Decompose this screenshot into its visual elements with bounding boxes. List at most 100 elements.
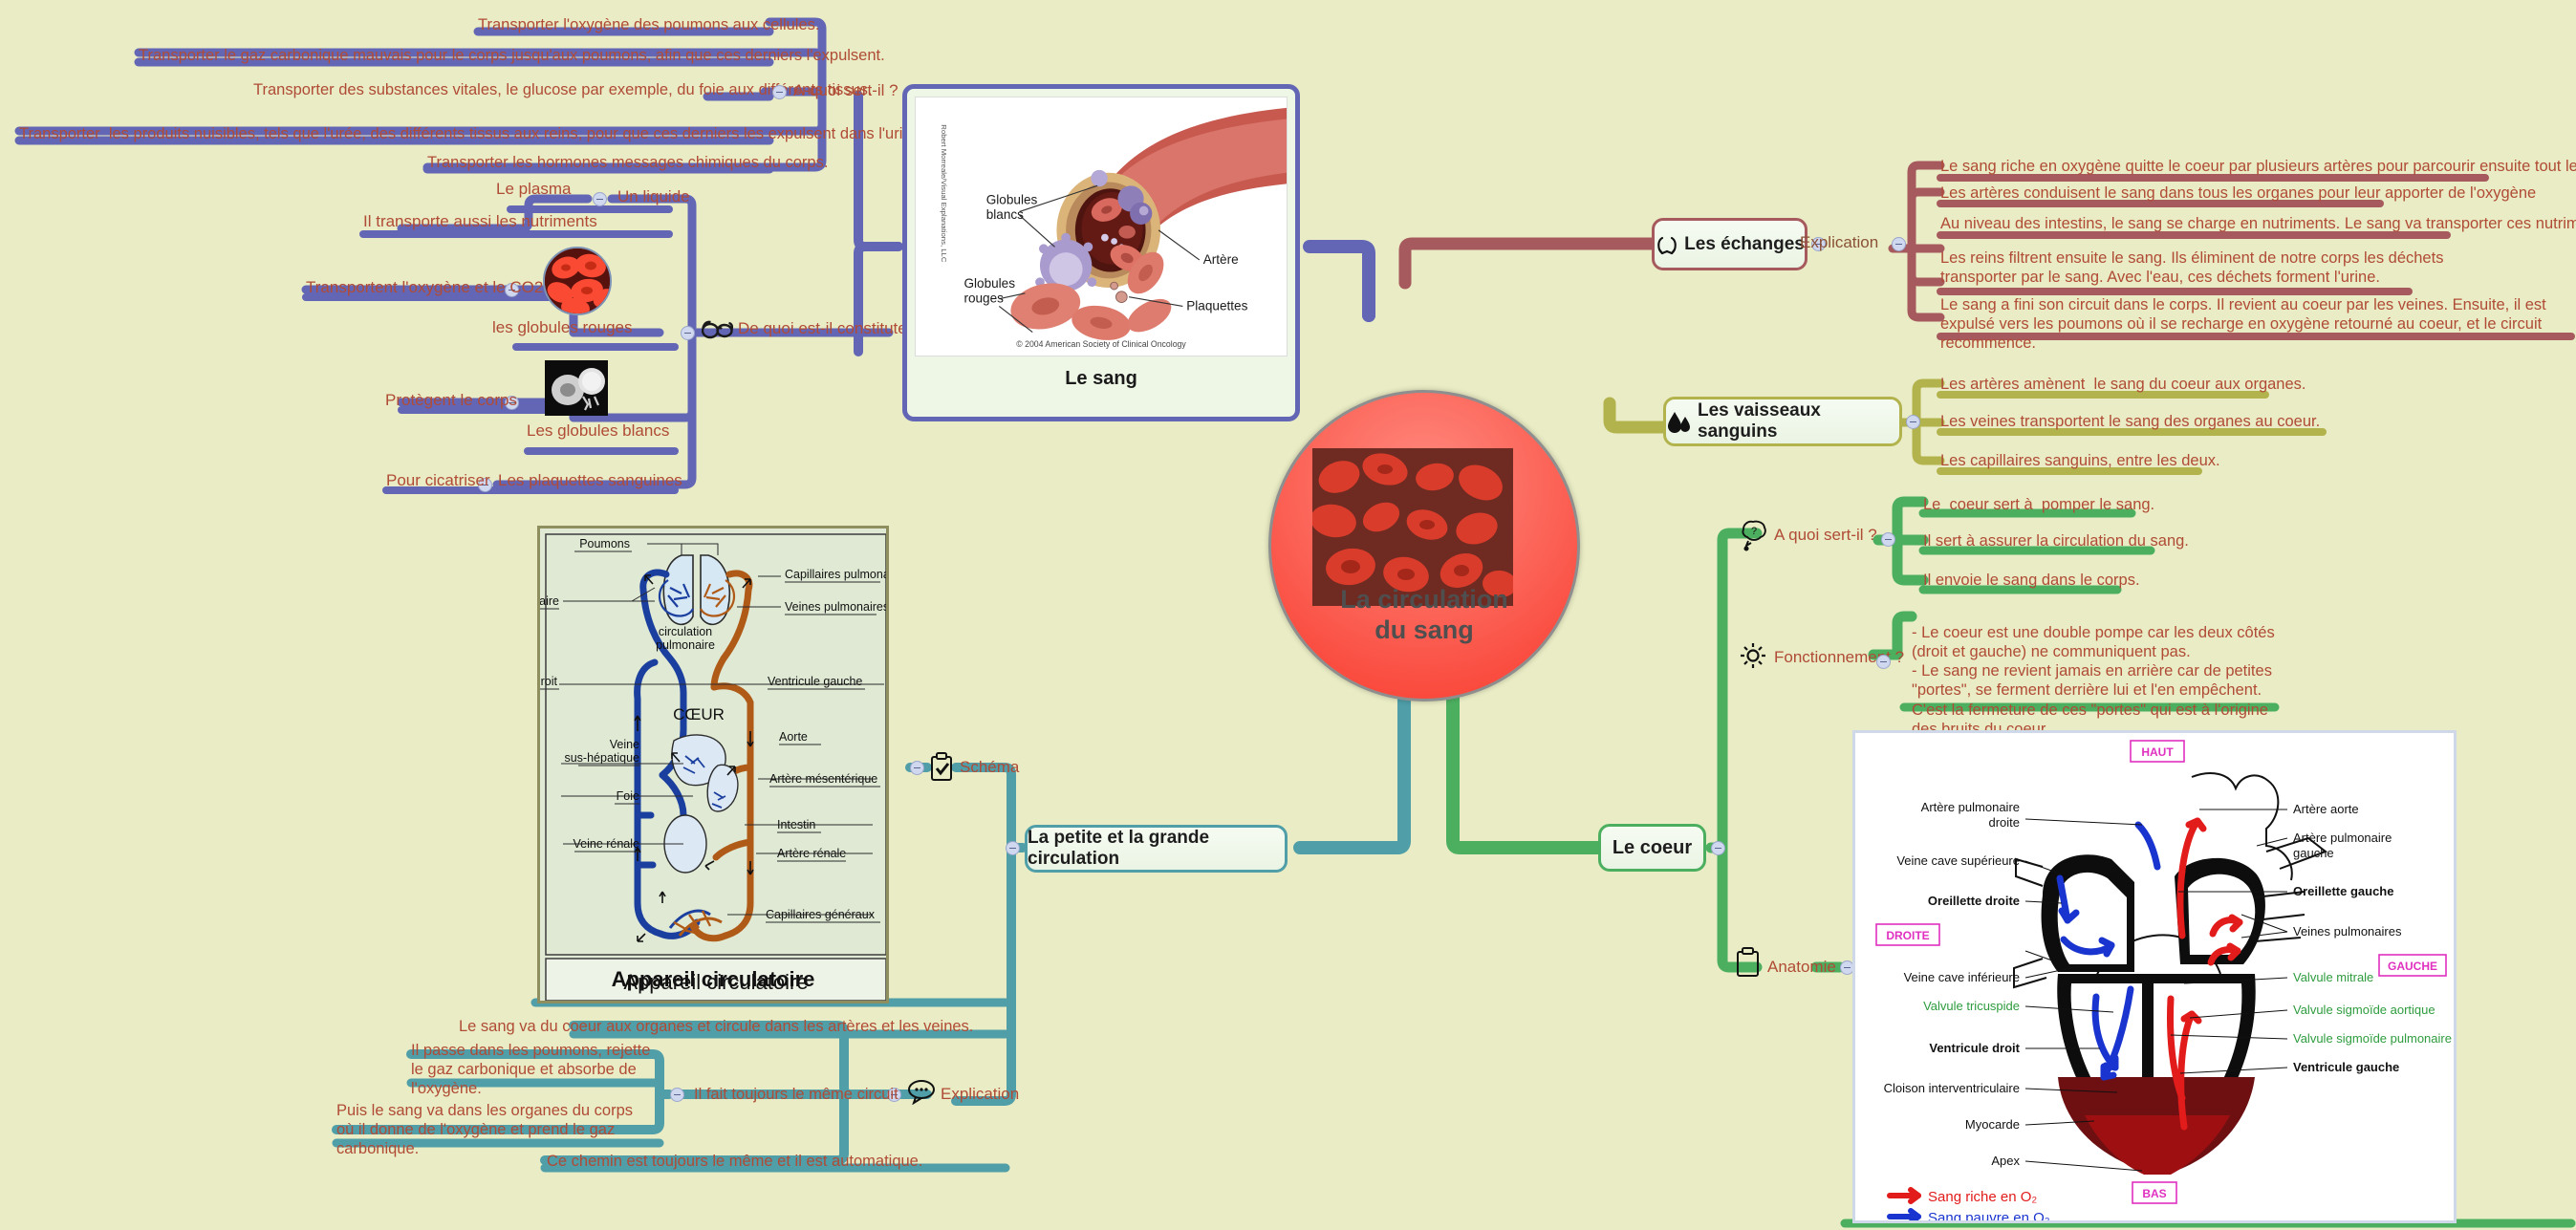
heart-usage-toggle[interactable] bbox=[1881, 532, 1895, 547]
svg-text:Ventricule gauche: Ventricule gauche bbox=[2293, 1060, 2399, 1074]
central-topic-line1: La circulation bbox=[1340, 585, 1508, 614]
vessels-underlines bbox=[1937, 391, 2327, 475]
heart-underlines bbox=[1840, 508, 2576, 1228]
svg-text:Oreillette gauche: Oreillette gauche bbox=[2293, 884, 2393, 898]
svg-text:Veine cave inférieure: Veine cave inférieure bbox=[1904, 970, 2020, 984]
central-topic-line2: du sang bbox=[1375, 615, 1474, 644]
svg-text:Myocarde: Myocarde bbox=[1965, 1117, 2020, 1132]
heart-usage-item-1: Il sert à assurer la circulation du sang… bbox=[1923, 532, 2189, 550]
svg-text:Globules: Globules bbox=[986, 193, 1038, 207]
svg-text:Veines pulmonaires: Veines pulmonaires bbox=[2293, 924, 2402, 939]
svg-text:Plaquettes: Plaquettes bbox=[1186, 298, 1247, 313]
blood-platelets-detail: Pour cicatriser bbox=[386, 471, 490, 489]
heart-usage-item-0: Le coeur sert à pomper le sang. bbox=[1923, 496, 2155, 513]
blood-platelets-toggle[interactable] bbox=[478, 478, 492, 492]
heart-branch-connectors bbox=[1446, 662, 1605, 854]
node-petite-grande-circulation-label: La petite et la grande circulation bbox=[1028, 828, 1210, 869]
svg-text:Ventricule droit: Ventricule droit bbox=[540, 675, 558, 688]
blood-plasma-name: Le plasma bbox=[496, 180, 572, 198]
blood-plasma-toggle[interactable] bbox=[593, 192, 607, 206]
svg-text:Apex: Apex bbox=[1991, 1154, 2020, 1168]
blood-white-cells-toggle[interactable] bbox=[505, 396, 519, 410]
blood-composition-toggle[interactable] bbox=[681, 326, 695, 340]
svg-text:Artère aorte: Artère aorte bbox=[2293, 802, 2359, 816]
svg-text:droite: droite bbox=[1988, 815, 2020, 830]
svg-text:Robert Morreale/Visual Explana: Robert Morreale/Visual Explanations, LLC bbox=[940, 124, 948, 263]
svg-text:?: ? bbox=[1751, 526, 1757, 537]
blood-panel: Globules blancs Globules rouges Artère P… bbox=[902, 84, 1300, 421]
blood-composition-underlines bbox=[302, 205, 679, 494]
blood-white-cells-name: Les globules blancs bbox=[527, 421, 670, 440]
exchanges-item-1: Les artères conduisent le sang dans tous… bbox=[1940, 184, 2537, 202]
blood-usage-item-3: Transporter les produits nuisibles, tels… bbox=[19, 125, 925, 142]
node-les-echanges[interactable]: Les échanges bbox=[1652, 218, 1808, 270]
blood-red-cells-name: les globules rouges bbox=[492, 318, 633, 336]
svg-text:circulation: circulation bbox=[659, 625, 712, 638]
svg-text:gauche: gauche bbox=[2293, 846, 2334, 860]
heart-function-label: Fonctionnement ? bbox=[1774, 648, 1905, 666]
heart-function-toggle[interactable] bbox=[1876, 655, 1891, 669]
exchanges-item-2: Au niveau des intestins, le sang se char… bbox=[1940, 215, 2576, 232]
circulation-sub-item-1: Puis le sang va dans les organes du corp… bbox=[336, 1102, 634, 1158]
node-le-coeur-label: Le coeur bbox=[1612, 836, 1693, 858]
svg-text:Artère: Artère bbox=[1203, 252, 1239, 267]
heart-usage-label: A quoi sert-il ? bbox=[1774, 526, 1877, 544]
node-le-coeur[interactable]: Le coeur bbox=[1598, 824, 1706, 872]
exchanges-item-3: Les reins filtrent ensuite le sang. Ils … bbox=[1940, 249, 2444, 287]
circulation-sub-connectors bbox=[332, 763, 1028, 1165]
svg-text:GAUCHE: GAUCHE bbox=[2388, 960, 2437, 973]
svg-text:CŒUR: CŒUR bbox=[673, 705, 725, 723]
circulation-schema-toggle[interactable] bbox=[910, 761, 924, 775]
node-vaisseaux-sanguins[interactable]: Les vaisseaux sanguins bbox=[1663, 397, 1902, 446]
circulation-item-2: Ce chemin est toujours le même et il est… bbox=[547, 1153, 923, 1170]
exchanges-explanation-label: Explication bbox=[1800, 233, 1879, 251]
svg-text:sus-hépatique: sus-hépatique bbox=[564, 751, 639, 765]
svg-text:Artère mésentérique: Artère mésentérique bbox=[769, 772, 877, 786]
red-blood-cells-thumb bbox=[543, 247, 612, 315]
blood-usage-toggle[interactable] bbox=[772, 85, 787, 99]
blood-usage-item-4: Transporter les hormones messages chimiq… bbox=[427, 154, 829, 171]
blood-panel-caption: Le sang bbox=[1065, 368, 1137, 389]
clipboard-check-icon bbox=[929, 751, 956, 782]
svg-text:Valvule mitrale: Valvule mitrale bbox=[2293, 970, 2373, 984]
central-topic[interactable]: La circulation du sang bbox=[1268, 390, 1580, 701]
appareil-circulatoire-caption: Appareil circulatoire bbox=[611, 967, 815, 991]
appareil-circulatoire-panel: Poumons Veine jugulaire Capillaires pulm… bbox=[537, 526, 889, 1003]
heart-usage-item-2: Il envoie le sang dans le corps. bbox=[1923, 572, 2140, 589]
svg-text:Veines pulmonaires: Veines pulmonaires bbox=[785, 600, 889, 614]
exchanges-branch-connectors bbox=[1398, 237, 1660, 290]
svg-text:Valvule sigmoïde aortique: Valvule sigmoïde aortique bbox=[2293, 1003, 2435, 1017]
exchanges-toggle[interactable] bbox=[1811, 237, 1826, 251]
blood-usage-connectors bbox=[14, 17, 827, 172]
blood-usage-underlines bbox=[14, 27, 774, 174]
svg-text:Sang riche en O₂: Sang riche en O₂ bbox=[1928, 1189, 2037, 1205]
svg-text:Artère rénale: Artère rénale bbox=[777, 847, 846, 860]
svg-text:Ventricule droit: Ventricule droit bbox=[1929, 1041, 2020, 1055]
circulation-toggle[interactable] bbox=[1006, 841, 1020, 855]
svg-text:Oreillette droite: Oreillette droite bbox=[1928, 894, 2020, 908]
node-vaisseaux-label: Les vaisseaux sanguins bbox=[1698, 400, 1821, 442]
svg-text:Sang pauvre en O₂: Sang pauvre en O₂ bbox=[1928, 1210, 2050, 1223]
svg-text:Cloison interventriculaire: Cloison interventriculaire bbox=[1884, 1081, 2020, 1095]
circulation-explanation-toggle[interactable] bbox=[887, 1088, 901, 1102]
svg-text:Valvule sigmoïde pulmonaire: Valvule sigmoïde pulmonaire bbox=[2293, 1031, 2452, 1046]
circulation-item1-toggle[interactable] bbox=[670, 1088, 684, 1102]
svg-text:Artère pulmonaire: Artère pulmonaire bbox=[2293, 831, 2392, 845]
exchanges-explanation-toggle[interactable] bbox=[1892, 237, 1906, 251]
blood-red-cells-toggle[interactable] bbox=[505, 283, 519, 297]
exchanges-underlines bbox=[1937, 174, 2575, 340]
blood-composition-question: De quoi est-il constituter ? bbox=[738, 319, 926, 337]
circulation-branch-connectors bbox=[1293, 662, 1411, 854]
vessels-toggle[interactable] bbox=[1906, 415, 1920, 429]
svg-text:© 2004 American Society of Cli: © 2004 American Society of Clinical Onco… bbox=[1016, 339, 1186, 349]
svg-text:Valvule tricuspide: Valvule tricuspide bbox=[1923, 999, 2020, 1013]
circulation-item-0: Le sang va du coeur aux organes et circu… bbox=[459, 1018, 974, 1035]
heart-anatomy-panel: HAUT BAS DROITE GAUCHE bbox=[1852, 730, 2457, 1223]
central-image bbox=[1312, 448, 1513, 606]
blood-usage-item-0: Transporter l'oxygène des poumons aux ce… bbox=[478, 16, 820, 33]
blood-composition-connectors bbox=[301, 194, 894, 489]
cycle-arrows-icon bbox=[1655, 233, 1679, 258]
node-petite-grande-circulation[interactable]: La petite et la grande circulation bbox=[1025, 825, 1288, 873]
heart-toggle[interactable] bbox=[1711, 841, 1725, 855]
vessels-branch-connectors bbox=[1603, 397, 1670, 434]
